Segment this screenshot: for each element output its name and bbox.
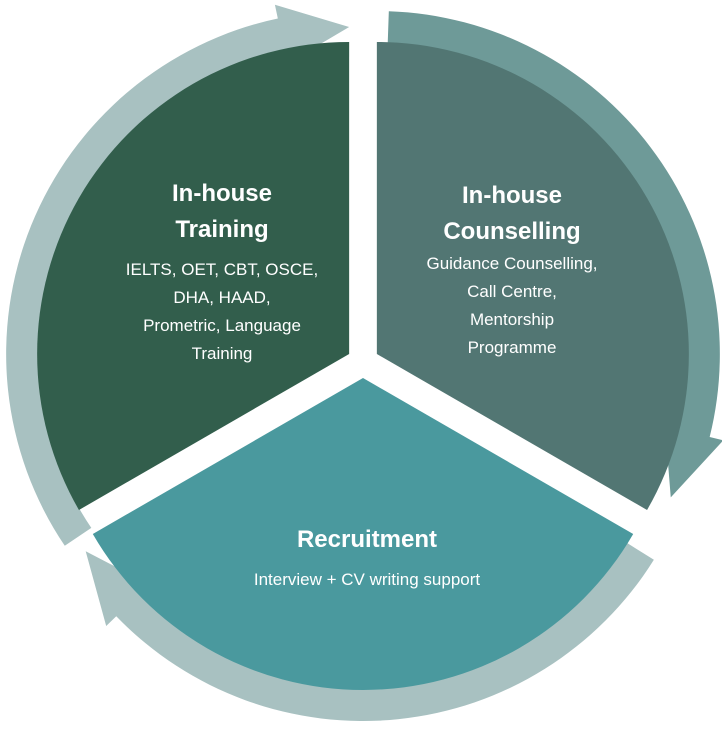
training-detail-line: IELTS, OET, CBT, OSCE,: [125, 260, 319, 279]
recruitment-detail-line: Interview + CV writing support: [253, 570, 481, 589]
training-detail-line: Training: [191, 344, 253, 363]
counselling-detail-line: Programme: [467, 338, 557, 357]
segment-training-text: In-house Training IELTS, OET, CBT, OSCE,…: [126, 176, 318, 368]
training-title-line1: In-house: [172, 180, 272, 207]
counselling-ring-arrow: [387, 11, 722, 498]
counselling-detail-line: Call Centre,: [467, 282, 557, 301]
counselling-detail-line: Mentorship: [469, 310, 555, 329]
recruitment-title: Recruitment: [296, 526, 438, 553]
recruitment-segment: [92, 378, 634, 690]
training-detail-line: DHA, HAAD,: [173, 288, 271, 307]
segment-recruitment-text: Recruitment Interview + CV writing suppo…: [254, 522, 480, 594]
counselling-detail-line: Guidance Counselling,: [426, 254, 598, 273]
recruitment-ring-arrow: [85, 542, 654, 721]
counselling-segment: [376, 42, 689, 510]
counselling-title-line2: Counselling: [443, 218, 581, 245]
training-detail-line: Prometric, Language: [143, 316, 301, 335]
training-ring-arrow: [6, 4, 350, 546]
training-segment: [37, 42, 350, 510]
training-title-line2: Training: [175, 216, 269, 243]
segment-counselling-text: In-house Counselling Guidance Counsellin…: [426, 178, 597, 362]
counselling-title-line1: In-house: [462, 182, 562, 209]
